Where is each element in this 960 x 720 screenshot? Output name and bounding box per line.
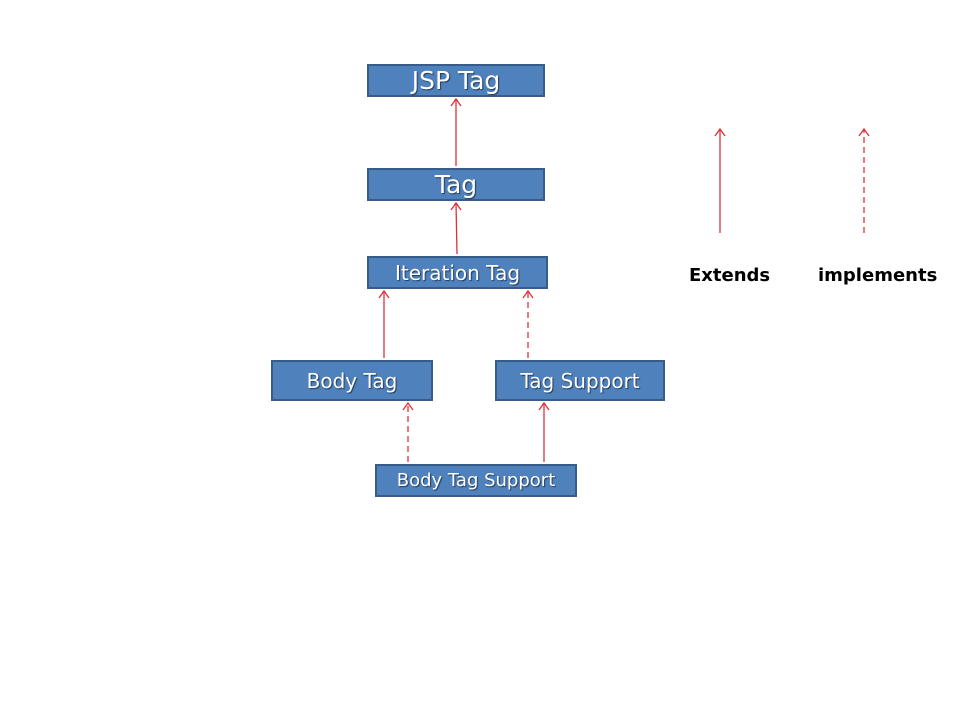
arrow-body-tag-support-implements-body-tag <box>402 401 414 462</box>
arrow-tag-support-implements-iteration-tag <box>522 289 534 358</box>
legend-implements-arrow <box>858 127 870 233</box>
node-tag: Tag <box>367 168 545 201</box>
arrow-iteration-tag-extends-tag <box>450 201 462 255</box>
arrow-tag-extends-jsp-tag <box>450 97 462 166</box>
node-body-tag: Body Tag <box>271 360 433 401</box>
node-jsp-tag: JSP Tag <box>367 64 545 97</box>
node-tag-support: Tag Support <box>495 360 665 401</box>
node-body-tag-support: Body Tag Support <box>375 464 577 497</box>
arrow-body-tag-extends-iteration-tag <box>378 289 390 358</box>
node-iteration-tag: Iteration Tag <box>367 256 548 289</box>
legend-implements-label: implements <box>818 265 938 286</box>
legend-extends-arrow <box>714 127 726 233</box>
legend-extends-label: Extends <box>689 265 771 286</box>
arrow-body-tag-support-extends-tag-support <box>538 401 550 462</box>
